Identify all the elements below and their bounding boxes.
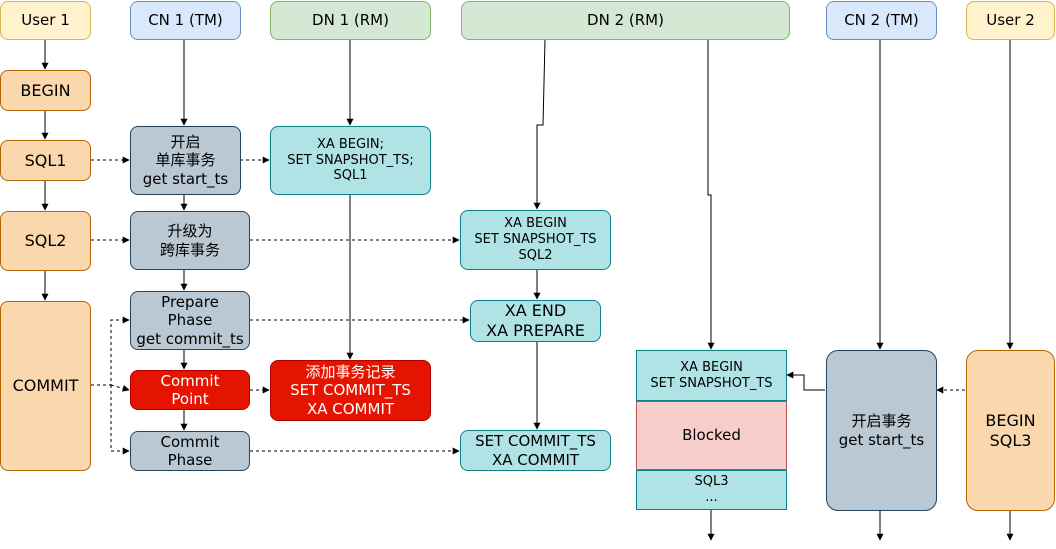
header-user1: User 1 [0, 1, 91, 40]
user1-sql1: SQL1 [0, 140, 91, 181]
user1-sql2: SQL2 [0, 211, 91, 271]
dashed-commit-to-prepare [91, 316, 130, 386]
dn1-commit-record: 添加事务记录 SET COMMIT_TS XA COMMIT [270, 360, 431, 421]
user1-begin: BEGIN [0, 70, 91, 111]
cn1-prepare-phase: Prepare Phase get commit_ts [130, 291, 250, 350]
arrow-dn2-header-to-t2-begin [707, 40, 715, 350]
dn2-xa-commit: SET COMMIT_TS XA COMMIT [460, 430, 611, 471]
dn1-xa-begin: XA BEGIN; SET SNAPSHOT_TS; SQL1 [270, 126, 431, 195]
dashed-commit-to-commit-point [110, 384, 130, 392]
arrow-cn2-to-dn2 [786, 371, 825, 391]
header-cn1: CN 1 (TM) [130, 1, 241, 40]
dn2-xa-prepare: XA END XA PREPARE [470, 300, 601, 342]
dn2-t2-sql3: SQL3 ... [636, 470, 787, 510]
dashed-commit-to-commit-phase [110, 385, 130, 455]
header-cn2: CN 2 (TM) [826, 1, 937, 40]
arrow-dn2-header-to-xa-begin [533, 39, 546, 210]
cn2-start-txn: 开启事务 get start_ts [826, 350, 937, 511]
dn2-t2-xa-begin: XA BEGIN SET SNAPSHOT_TS [636, 350, 787, 401]
cn1-commit-point: Commit Point [130, 370, 250, 410]
dn2-t2-blocked: Blocked [636, 401, 787, 470]
cn1-commit-phase: Commit Phase [130, 431, 250, 471]
dn2-xa-begin: XA BEGIN SET SNAPSHOT_TS SQL2 [460, 210, 611, 270]
user1-commit: COMMIT [0, 301, 91, 471]
user2-begin-sql3: BEGIN SQL3 [966, 350, 1055, 511]
header-dn2: DN 2 (RM) [461, 1, 790, 40]
header-dn1: DN 1 (RM) [270, 1, 431, 40]
cn1-start-local-txn: 开启 单库事务 get start_ts [130, 126, 241, 195]
cn1-upgrade-distributed: 升级为 跨库事务 [130, 211, 250, 270]
header-user2: User 2 [966, 1, 1055, 40]
